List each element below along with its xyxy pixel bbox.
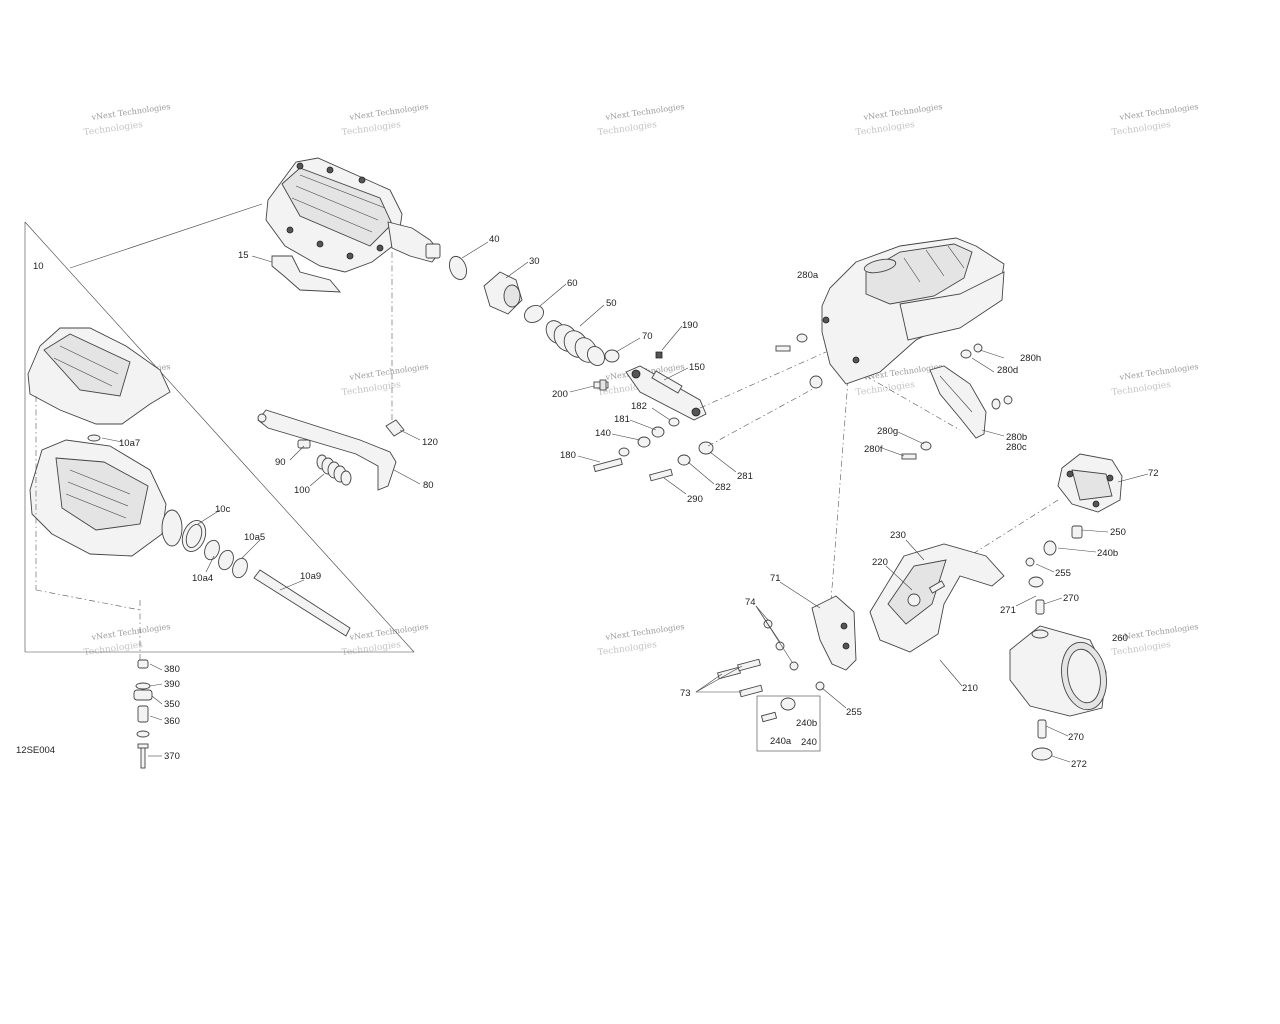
watermark-text: Technologies [597,640,658,658]
watermark-text: Technologies [83,120,144,138]
callout-74: 74 [745,597,756,608]
callout-120: 120 [422,437,438,448]
watermark-text: vNext Technologies [1118,102,1199,122]
watermark-text: Technologies [341,120,402,138]
supercharger-exploded-parts [27,327,351,637]
side-cover-plate [901,343,1013,460]
watermark-text: Technologies [83,640,144,658]
callout-240b: 240b [796,718,817,729]
callout-73: 73 [680,688,691,699]
callout-240a: 240a [770,736,792,747]
callout-230: 230 [890,530,906,541]
callout-290: 290 [687,494,703,505]
callout-10a5: 10a5 [244,532,265,543]
callout-220: 220 [872,557,888,568]
actuator-unit [1057,453,1123,513]
callout-380: 380 [164,664,180,675]
watermark-text: Technologies [597,120,658,138]
drawing-code: 12SE004 [16,745,55,756]
hose-assembly [257,409,405,491]
callout-90: 90 [275,457,286,468]
callout-240b-top: 240b [1097,548,1118,559]
callout-71: 71 [770,573,781,584]
callout-280b: 280b [1006,432,1027,443]
callout-260: 260 [1112,633,1128,644]
callout-100: 100 [294,485,310,496]
callout-10: 10 [33,261,44,272]
callout-272: 272 [1071,759,1087,770]
callout-80: 80 [423,480,434,491]
callout-360: 360 [164,716,180,727]
callout-15: 15 [238,250,249,261]
intake-housing [775,237,1005,389]
callout-200: 200 [552,389,568,400]
callout-72: 72 [1148,468,1159,479]
callout-255-top: 255 [1055,568,1071,579]
callout-280g: 280g [877,426,898,437]
mount-stack [133,659,153,769]
watermark-text: vNext Technologies [604,102,685,122]
callout-150: 150 [689,362,705,373]
watermark-text: vNext Technologies [348,102,429,122]
watermark-text: vNext Technologies [348,622,429,642]
callout-60: 60 [567,278,578,289]
callout-10a4: 10a4 [192,573,213,584]
watermark-text: vNext Technologies [348,362,429,382]
callout-30: 30 [529,256,540,267]
callout-370: 370 [164,751,180,762]
callout-270-top: 270 [1063,593,1079,604]
callout-210: 210 [962,683,978,694]
watermark-text: Technologies [1111,380,1172,398]
callout-10c: 10c [215,504,231,515]
callout-390: 390 [164,679,180,690]
nozzle-bracket-assembly [717,525,1107,761]
watermark-text: vNext Technologies [1118,362,1199,382]
callout-140: 140 [595,428,611,439]
callout-labels: 10 15 40 30 60 50 70 190 150 200 182 181… [16,234,1159,770]
callout-181: 181 [614,414,630,425]
callout-280f: 280f [864,444,883,455]
callout-40: 40 [489,234,500,245]
watermark-text: Technologies [855,120,916,138]
callout-182: 182 [631,401,647,412]
callout-280d: 280d [997,365,1018,376]
callout-271: 271 [1000,605,1016,616]
callout-180: 180 [560,450,576,461]
watermark-text: vNext Technologies [90,102,171,122]
shaft-components [448,255,620,366]
callout-255-bottom: 255 [846,707,862,718]
callout-70: 70 [642,331,653,342]
callout-281: 281 [737,471,753,482]
watermark-text: vNext Technologies [862,102,943,122]
callout-350: 350 [164,699,180,710]
callout-50: 50 [606,298,617,309]
exploded-view-frame [24,203,415,653]
watermark-text: Technologies [855,380,916,398]
callout-10a7: 10a7 [119,438,140,449]
callout-190: 190 [682,320,698,331]
callout-280h: 280h [1020,353,1041,364]
watermark-text: Technologies [1111,120,1172,138]
leader-lines [101,241,1149,763]
watermark-text: Technologies [341,380,402,398]
callout-280c: 280c [1006,442,1027,453]
callout-10a9: 10a9 [300,571,321,582]
callout-280a: 280a [797,270,819,281]
watermark-text: vNext Technologies [604,622,685,642]
callout-270-bottom: 270 [1068,732,1084,743]
callout-282: 282 [715,482,731,493]
watermark-text: vNext Technologies [1118,622,1199,642]
callout-240: 240 [801,737,817,748]
supercharger-assembly [265,157,441,293]
watermark-text: Technologies [341,640,402,658]
callout-250: 250 [1110,527,1126,538]
watermark-text: vNext Technologies [90,622,171,642]
